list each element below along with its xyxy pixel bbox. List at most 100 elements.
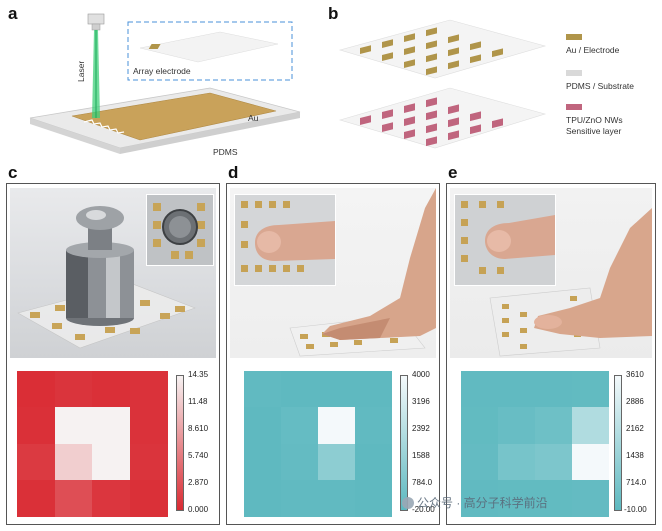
- heatmap-cell: [498, 371, 535, 408]
- electrode-pad: [448, 60, 459, 70]
- electrode-pad: [448, 47, 459, 57]
- electrode-pad: [448, 34, 459, 44]
- sensitive-pad: [426, 110, 437, 121]
- heatmap-cell: [54, 443, 93, 481]
- heatmap-cell: [535, 479, 572, 517]
- heatmap-c: [17, 371, 168, 517]
- photo-finger-press-e: [450, 188, 652, 358]
- schematic-a: [29, 13, 301, 154]
- cbar-c-tick: 0.000: [188, 505, 209, 514]
- heatmap-cell: [318, 479, 355, 517]
- wechat-icon: [402, 497, 414, 509]
- heatmap-cell: [244, 371, 281, 408]
- cbar-c-tick: 14.35: [188, 370, 209, 379]
- sensitive-pad: [426, 136, 437, 147]
- sensitive-pad: [382, 122, 393, 133]
- cbar-c-tick: 5.740: [188, 451, 209, 460]
- heatmap-cell: [281, 443, 318, 481]
- panel-label-b: b: [328, 4, 339, 23]
- heatmap-cell: [535, 407, 572, 445]
- sensitive-pad: [448, 104, 459, 115]
- heatmap-cell: [129, 371, 168, 408]
- heatmap-cell: [129, 407, 168, 445]
- heatmap-cell: [54, 407, 93, 445]
- sensitive-pad: [470, 124, 481, 135]
- electrode-pad: [382, 52, 393, 62]
- heatmap-cell: [355, 371, 392, 408]
- cbar-e-tick: -10.00: [624, 505, 647, 514]
- heatmap-cell: [461, 443, 498, 481]
- electrode-pad: [360, 45, 371, 55]
- heatmap-cell: [281, 479, 318, 517]
- colorbar-d: [400, 375, 408, 511]
- heatmap-cell: [129, 443, 168, 481]
- heatmap-cell: [54, 479, 93, 517]
- heatmap-cell: [318, 371, 355, 408]
- heatmap-cell: [244, 407, 281, 445]
- legend-label-tpu: TPU/ZnO NWs: [566, 115, 623, 125]
- heatmap-cell: [572, 479, 609, 517]
- electrode-pad: [470, 41, 481, 51]
- array-electrode-illustration: [139, 31, 279, 63]
- electrode-pad: [404, 46, 415, 56]
- legend-label-pdms: PDMS / Substrate: [566, 81, 635, 91]
- heatmap-cell: [92, 407, 130, 445]
- heatmap-cell: [281, 371, 318, 408]
- watermark-text: 公众号 · 高分子科学前沿: [402, 494, 548, 511]
- electrode-pad: [426, 27, 437, 37]
- inset-photo-e: [454, 194, 556, 286]
- laser-label: Laser: [76, 60, 86, 82]
- cbar-c-tick: 8.610: [188, 424, 209, 433]
- schematic-b: [338, 19, 547, 149]
- cbar-d-tick: 3196: [412, 397, 430, 406]
- heatmap-cell: [244, 479, 281, 517]
- heatmap-e: [461, 371, 609, 517]
- inset-photo-d: [234, 194, 336, 286]
- legend-swatch-au: [566, 34, 582, 40]
- sensitive-pad: [382, 109, 393, 120]
- heatmap-cell: [92, 371, 130, 408]
- heatmap-cell: [535, 443, 572, 481]
- heatmap-cell: [461, 479, 498, 517]
- heatmap-cell: [318, 407, 355, 445]
- array-electrode-label: Array electrode: [133, 66, 191, 76]
- panel-label-c: c: [8, 163, 18, 182]
- cbar-d-tick: 4000: [412, 370, 430, 379]
- colorbar-c: [176, 375, 184, 511]
- heatmap-cell: [17, 443, 55, 481]
- cbar-d-tick: 784.0: [412, 478, 433, 487]
- cbar-d-tick: 1588: [412, 451, 430, 460]
- heatmap-cell: [54, 371, 93, 408]
- electrode-pad: [426, 53, 437, 63]
- sensitive-pad: [448, 130, 459, 141]
- sensitive-pad: [492, 118, 503, 129]
- photo-finger-press-d: [230, 188, 436, 358]
- heatmap-cell: [355, 479, 392, 517]
- electrode-pad: [382, 39, 393, 49]
- panel-label-e: e: [448, 163, 458, 182]
- photo-weight-on-sensor: [10, 188, 216, 358]
- sensitive-pad: [404, 116, 415, 127]
- heatmap-cell: [572, 407, 609, 445]
- electrode-pad: [404, 59, 415, 69]
- heatmap-cell: [17, 371, 55, 408]
- electrode-pad: [492, 48, 503, 58]
- sensitive-pad: [470, 111, 481, 122]
- panel-label-d: d: [228, 163, 239, 182]
- electrode-pad: [426, 66, 437, 76]
- au-label: Au: [248, 113, 259, 123]
- sensitive-pad: [426, 97, 437, 108]
- cbar-e-tick: 2886: [626, 397, 644, 406]
- heatmap-cell: [17, 479, 55, 517]
- electrode-pad: [470, 54, 481, 64]
- heatmap-d: [244, 371, 392, 517]
- sensitive-pad: [404, 129, 415, 140]
- heatmap-cell: [281, 407, 318, 445]
- heatmap-cell: [355, 443, 392, 481]
- sensitive-pad: [448, 117, 459, 128]
- heatmap-cell: [318, 443, 355, 481]
- heatmap-cell: [461, 407, 498, 445]
- electrode-pad: [426, 40, 437, 50]
- legend-swatch-tpu: [566, 104, 582, 110]
- heatmap-cell: [498, 479, 535, 517]
